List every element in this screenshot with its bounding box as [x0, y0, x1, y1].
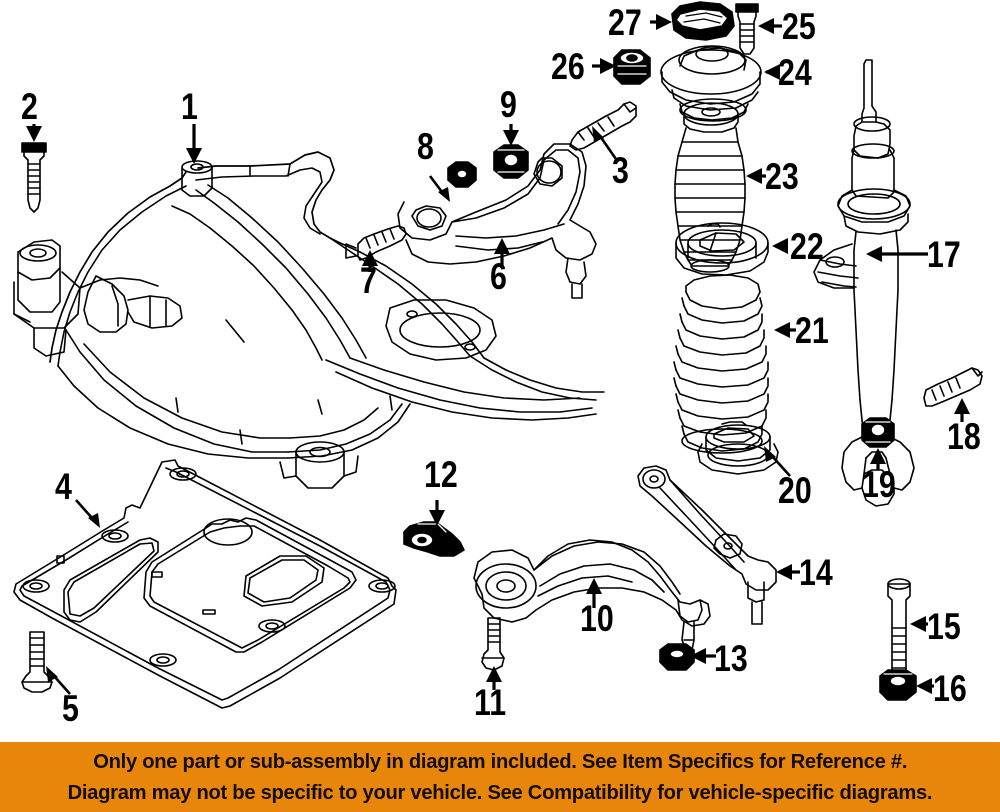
callout-label-27[interactable]: 27 — [608, 2, 642, 43]
lower-arm-bracket — [403, 521, 465, 557]
disclaimer-line-2: Diagram may not be specific to your vehi… — [67, 781, 933, 804]
coil-spring — [673, 274, 769, 454]
ball-joint-nut — [659, 643, 695, 671]
callout-label-8[interactable]: 8 — [417, 126, 434, 167]
callout-label-21[interactable]: 21 — [795, 310, 829, 351]
callout-label-11[interactable]: 11 — [474, 682, 507, 723]
strut-mount-bolt — [735, 3, 759, 55]
callout-label-10[interactable]: 10 — [580, 598, 614, 639]
upper-control-arm — [397, 143, 597, 299]
callout-label-25[interactable]: 25 — [782, 6, 816, 47]
callout-label-5[interactable]: 5 — [62, 688, 79, 729]
strut-clamp-nut — [861, 417, 895, 448]
callout-label-1[interactable]: 1 — [181, 86, 198, 127]
splash-shield-screw — [21, 631, 53, 693]
callout-label-7[interactable]: 7 — [360, 260, 377, 301]
spring-seat-upper — [675, 222, 769, 276]
disclaimer-line-1: Only one part or sub-assembly in diagram… — [93, 750, 907, 773]
strut-shock-absorber — [813, 59, 915, 507]
upper-control-arm-bolt — [569, 101, 637, 151]
through-bolt-nut — [879, 669, 917, 701]
callout-label-24[interactable]: 24 — [778, 52, 812, 93]
callout-label-2[interactable]: 2 — [21, 86, 38, 127]
strut-rod-nut — [671, 1, 735, 41]
disclaimer-banner: Only one part or sub-assembly in diagram… — [0, 742, 1000, 812]
strut-mount-nut — [613, 49, 651, 85]
front-subframe — [13, 151, 605, 489]
upper-arm-nut-front — [447, 161, 477, 188]
strut-upper-mount — [660, 45, 762, 122]
callout-label-18[interactable]: 18 — [947, 416, 981, 457]
callout-label-13[interactable]: 13 — [714, 638, 748, 679]
callout-label-19[interactable]: 19 — [862, 464, 896, 505]
callout-label-6[interactable]: 6 — [490, 256, 507, 297]
callout-label-4[interactable]: 4 — [55, 466, 72, 507]
callout-label-14[interactable]: 14 — [799, 552, 833, 593]
engine-splash-shield — [13, 459, 397, 709]
callout-label-26[interactable]: 26 — [551, 46, 585, 87]
exploded-parts-diagram: 2 1 8 9 3 7 6 4 5 12 10 11 13 14 15 16 1… — [13, 1, 983, 729]
tension-strut-rod — [637, 465, 777, 625]
callout-label-20[interactable]: 20 — [778, 470, 812, 511]
callout-label-16[interactable]: 16 — [933, 668, 967, 709]
lower-control-arm — [473, 539, 711, 651]
diagram-linework — [13, 1, 983, 709]
subframe-bolt-long — [21, 142, 47, 213]
upper-arm-nut-rear — [493, 144, 529, 179]
callout-label-15[interactable]: 15 — [927, 606, 961, 647]
callout-label-22[interactable]: 22 — [790, 226, 824, 267]
spring-seat-lower — [697, 421, 779, 475]
callout-label-12[interactable]: 12 — [424, 454, 458, 495]
strut-clamp-bolt — [923, 367, 983, 407]
callout-leaders — [26, 14, 970, 695]
callout-label-9[interactable]: 9 — [500, 84, 517, 125]
callout-label-3[interactable]: 3 — [612, 150, 629, 191]
callout-label-17[interactable]: 17 — [927, 234, 961, 275]
callout-label-23[interactable]: 23 — [765, 156, 799, 197]
